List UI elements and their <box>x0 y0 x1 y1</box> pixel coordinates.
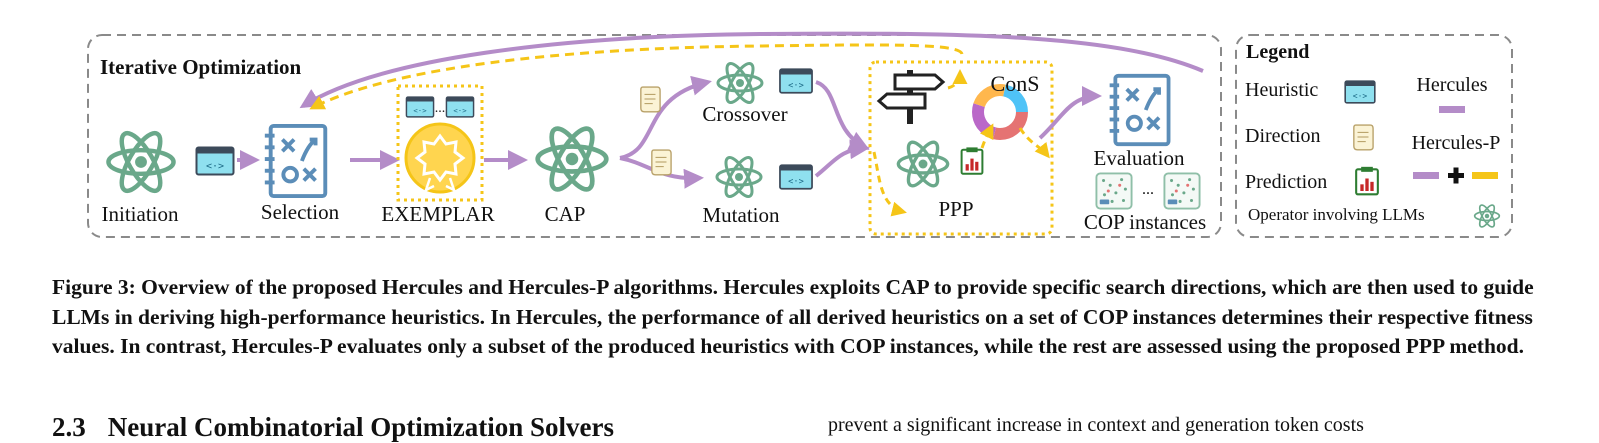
overview-diagram: <·> <box>87 31 1513 238</box>
initiation-atom-icon <box>108 128 173 196</box>
legend-hercules-label: Hercules <box>1416 74 1487 96</box>
exemplar-badge-icon <box>404 122 476 194</box>
section-heading: 2.3 Neural Combinatorial Optimization Sol… <box>52 411 614 443</box>
cop-instances-label: COP instances <box>1084 210 1206 234</box>
ppp-label: PPP <box>938 197 973 221</box>
legend-heuristic-icon <box>1344 80 1376 104</box>
yellow-arrow-to-cons <box>947 69 968 90</box>
cap-label: CAP <box>545 202 586 226</box>
feedback-arrow-hercules-p <box>309 43 964 110</box>
figure-caption: Figure 3: Overview of the proposed Hercu… <box>52 275 1534 358</box>
exemplar-heuristic-icon-1 <box>405 96 435 118</box>
cap-atom-icon <box>538 123 607 195</box>
legend-prediction-label: Prediction <box>1245 171 1327 193</box>
selection-icon <box>262 123 328 199</box>
evaluation-icon <box>1110 76 1169 144</box>
legend-hercules-swatch <box>1439 106 1465 113</box>
cons-donut-icon <box>972 84 1028 140</box>
legend-operator-atom-icon <box>1473 202 1501 230</box>
exemplar-box <box>396 84 484 202</box>
crossover-label: Crossover <box>702 102 787 126</box>
legend-hercules-p-label: Hercules-P <box>1412 132 1501 154</box>
legend-title: Legend <box>1246 41 1309 63</box>
yellow-arrow-ppp-to-cons <box>979 123 994 149</box>
heuristic-icon <box>195 146 235 176</box>
legend-direction-icon <box>1353 124 1374 151</box>
legend-hercules-p-yellow-swatch <box>1472 172 1498 179</box>
direction-scroll-icon-2 <box>651 149 672 176</box>
cop-ellipsis: ... <box>1142 181 1154 198</box>
direction-scroll-icon-1 <box>640 86 661 113</box>
arrow-crossover-to-region <box>815 80 870 150</box>
legend-hercules-p-purple-swatch <box>1413 172 1439 179</box>
legend-plus-icon <box>1448 167 1464 184</box>
panel-title: Iterative Optimization <box>100 55 302 79</box>
section-title: Neural Combinatorial Optimization Solver… <box>107 412 614 442</box>
initiation-label: Initiation <box>102 202 179 226</box>
body-text-fragment: prevent a significant increase in contex… <box>828 414 1364 436</box>
legend-heuristic-label: Heuristic <box>1245 79 1318 101</box>
legend-direction-label: Direction <box>1245 125 1321 147</box>
exemplar-label: EXEMPLAR <box>381 202 494 226</box>
arrow-region-to-evaluation <box>1038 86 1102 140</box>
section-number: 2.3 <box>52 412 86 442</box>
cop-instance-icon-2 <box>1163 172 1201 210</box>
legend-panel <box>1235 34 1513 238</box>
exemplar-ellipsis: ... <box>435 101 446 116</box>
cop-instance-icon-1 <box>1095 172 1133 210</box>
cons-label: ConS <box>991 71 1040 96</box>
crossover-atom-icon <box>716 58 764 108</box>
ppp-atom-icon <box>896 136 950 192</box>
ppp-prediction-icon <box>960 146 984 175</box>
ppp-cons-box <box>868 60 1054 236</box>
iterative-optimization-panel <box>87 34 1222 238</box>
mutation-heuristic-icon <box>779 164 813 190</box>
arrow-mutation-to-region <box>814 139 870 178</box>
mutation-label: Mutation <box>703 203 780 227</box>
selection-label: Selection <box>261 200 340 224</box>
exemplar-heuristic-icon-2 <box>445 96 475 118</box>
signpost-icon <box>876 70 946 124</box>
arrow-cons-to-evaluation <box>1018 127 1050 159</box>
feedback-arrow-hercules <box>299 31 1204 109</box>
legend-operator-llm-label: Operator involving LLMs <box>1248 205 1425 224</box>
legend-prediction-icon <box>1355 166 1379 196</box>
mutation-atom-icon <box>715 152 763 202</box>
yellow-arrow-into-ppp <box>872 151 907 217</box>
evaluation-label: Evaluation <box>1094 146 1185 170</box>
arrow-cap-to-crossover <box>619 75 712 160</box>
crossover-heuristic-icon <box>779 68 813 94</box>
